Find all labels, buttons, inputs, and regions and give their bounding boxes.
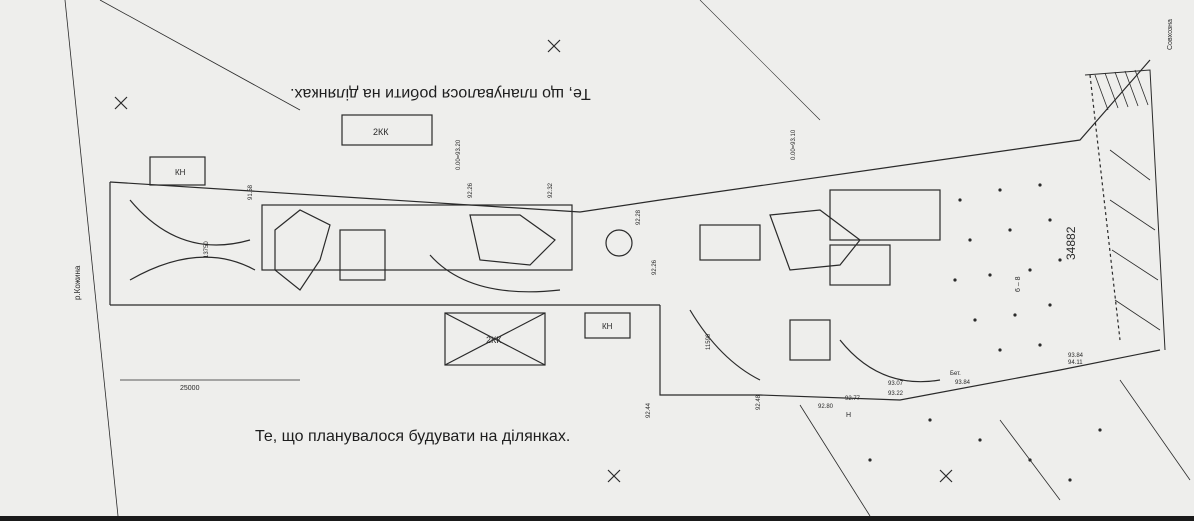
road-axis	[1089, 74, 1121, 341]
parcel-number-label: 34882	[1064, 226, 1078, 260]
house-left-wing	[274, 209, 331, 291]
house-right-2	[769, 209, 861, 271]
house-right-3	[829, 189, 941, 241]
elev-7: 92.48	[756, 394, 762, 410]
kn-left-box	[149, 156, 206, 186]
elev-9: 93.84	[955, 380, 971, 386]
road-edge	[1084, 69, 1166, 351]
boundary-top-left	[109, 181, 661, 213]
kn-bottom-label: КН	[602, 322, 613, 331]
elev-10: 94.11	[1068, 360, 1083, 366]
garage-bottom	[444, 312, 546, 366]
elev-14: 92.32	[548, 182, 554, 198]
house-mid-wing	[469, 214, 556, 266]
road-name-label: Совхозна	[1167, 19, 1174, 50]
house-right-5	[789, 319, 831, 361]
elev-5: 92.80	[818, 404, 834, 410]
garage-bottom-label: 2КК	[486, 335, 502, 345]
elev-15: 92.28	[636, 209, 642, 225]
dim-13750: 13750	[204, 241, 210, 258]
boundary-top-right	[659, 59, 1151, 201]
elev-1: 0.00=93.20	[456, 139, 462, 170]
elev-11: 93.84	[1068, 353, 1084, 359]
dim-6-8: 6 – 8	[1015, 276, 1022, 292]
elev-2: 0.00=93.10	[791, 129, 797, 160]
caption-top-upside-down: Те, що планувалося робити на ділянках.	[290, 85, 591, 102]
label-bet: Бет.	[950, 371, 961, 377]
house-right-1	[699, 224, 761, 261]
dim-total-label: 25000	[180, 385, 200, 392]
river-label: р.Кожина	[73, 265, 82, 300]
house-right-4	[829, 244, 891, 286]
elev-8: 92.44	[646, 402, 652, 418]
elev-6: 92.77	[845, 396, 861, 402]
elev-3: 93.07	[888, 381, 904, 387]
round-structure	[605, 229, 633, 257]
caption-bottom: Те, що планувалося будувати на ділянках.	[255, 428, 571, 445]
elev-16: 92.26	[652, 259, 658, 275]
elev-12: 91.58	[248, 184, 254, 200]
garage-top	[341, 114, 433, 146]
elev-13: 92.26	[468, 182, 474, 198]
house-left-block	[261, 204, 573, 271]
dim-11590: 11590	[706, 333, 712, 350]
garage-top-label: 2КК	[373, 127, 389, 137]
label-n: Н	[846, 412, 851, 419]
kn-left-label: КН	[175, 168, 186, 177]
elev-4: 93.22	[888, 391, 904, 397]
kn-bottom-box	[584, 312, 631, 339]
boundary-bottom-right	[659, 305, 1161, 401]
house-left-room	[339, 229, 386, 281]
